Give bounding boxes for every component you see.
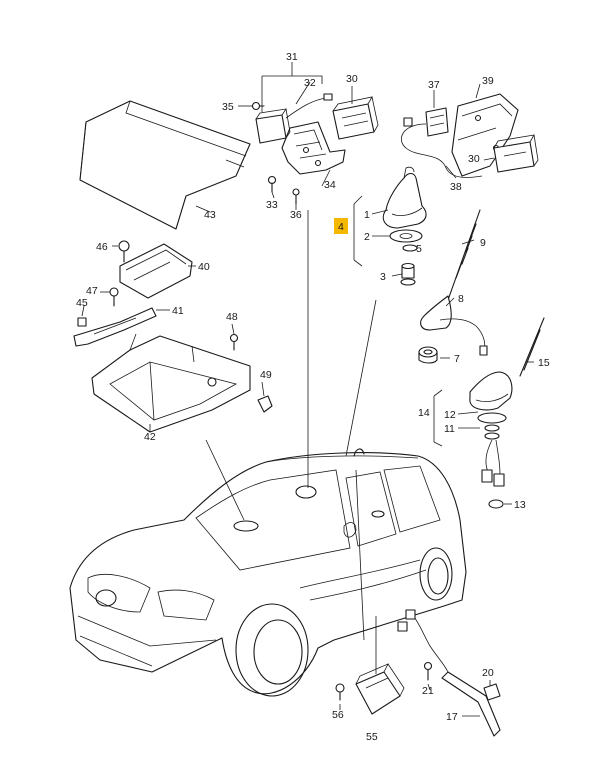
screw-56 xyxy=(335,683,345,701)
callout-8: 8 xyxy=(458,293,464,305)
callout-20: 20 xyxy=(482,667,494,679)
module-55 xyxy=(355,663,405,715)
callout-11: 11 xyxy=(444,423,455,435)
callout-41: 41 xyxy=(172,305,184,317)
antenna-15 xyxy=(519,317,545,377)
callout-40: 40 xyxy=(198,261,210,273)
callout-5: 5 xyxy=(416,243,422,255)
callout-55: 55 xyxy=(366,731,378,743)
callout-43: 43 xyxy=(204,209,216,221)
callout-38: 38 xyxy=(450,181,462,193)
callout-labels: 31 32 30 35 33 36 34 43 37 39 30 38 4 1 … xyxy=(76,51,550,743)
roof-antenna-1 xyxy=(382,166,427,229)
callout-4: 4 xyxy=(338,221,344,233)
callout-13: 13 xyxy=(514,499,526,511)
callout-highlight xyxy=(334,218,348,234)
callout-7: 7 xyxy=(454,353,460,365)
callout-36: 36 xyxy=(290,209,302,221)
callout-35: 35 xyxy=(222,101,234,113)
clip-20 xyxy=(483,683,501,701)
callout-34: 34 xyxy=(324,179,336,191)
callout-49: 49 xyxy=(260,369,272,381)
callout-30-right: 30 xyxy=(468,153,480,165)
antenna-base-8 xyxy=(420,295,488,356)
callout-56: 56 xyxy=(332,709,344,721)
callout-30-top: 30 xyxy=(346,73,358,85)
callout-32: 32 xyxy=(304,77,316,89)
callout-2: 2 xyxy=(364,231,370,243)
callout-15: 15 xyxy=(538,357,550,369)
gasket-5 xyxy=(402,244,418,252)
control-module-32 xyxy=(255,93,333,144)
callout-37: 37 xyxy=(428,79,440,91)
nut-3 xyxy=(400,262,416,286)
seal-2 xyxy=(389,229,423,243)
callout-14: 14 xyxy=(418,407,430,419)
bracket-41 xyxy=(73,307,157,347)
antenna-cable-17 xyxy=(397,609,501,737)
antenna-rod-9 xyxy=(447,209,481,301)
amplifier-bracket xyxy=(281,121,346,175)
nut-7 xyxy=(418,346,438,364)
control-module-30-top xyxy=(332,96,379,140)
callout-3: 3 xyxy=(380,271,386,283)
cable-38 xyxy=(401,117,483,178)
control-module-30-right xyxy=(493,134,539,173)
screws-33-36 xyxy=(267,175,300,205)
callout-9: 9 xyxy=(480,237,486,249)
callout-48: 48 xyxy=(226,311,238,323)
roof-liner-panel xyxy=(79,100,251,230)
cable-connectors-14 xyxy=(481,439,505,487)
leader-lines xyxy=(81,62,534,717)
nut-45 xyxy=(77,317,87,327)
car-body xyxy=(69,448,467,697)
callout-45: 45 xyxy=(76,297,88,309)
callout-31: 31 xyxy=(286,51,298,63)
antenna-base-12 xyxy=(469,371,513,411)
nut-13 xyxy=(488,499,504,509)
callout-12: 12 xyxy=(444,409,456,421)
callout-42: 42 xyxy=(144,431,156,443)
seal-11 xyxy=(477,412,507,440)
screw-35 xyxy=(251,101,265,111)
callout-33: 33 xyxy=(266,199,278,211)
callout-21: 21 xyxy=(422,685,434,697)
tray-42 xyxy=(91,333,251,433)
bolt-48 xyxy=(229,333,239,351)
connector-37 xyxy=(425,107,449,137)
clip-49 xyxy=(257,395,273,413)
module-40 xyxy=(119,243,193,299)
callout-46: 46 xyxy=(96,241,108,253)
bolt-46 xyxy=(118,240,130,263)
bolt-47 xyxy=(109,287,119,307)
screw-21 xyxy=(423,661,433,681)
callout-17: 17 xyxy=(446,711,458,723)
callout-47: 47 xyxy=(86,285,98,297)
callout-39: 39 xyxy=(482,75,494,87)
callout-1: 1 xyxy=(364,209,370,221)
